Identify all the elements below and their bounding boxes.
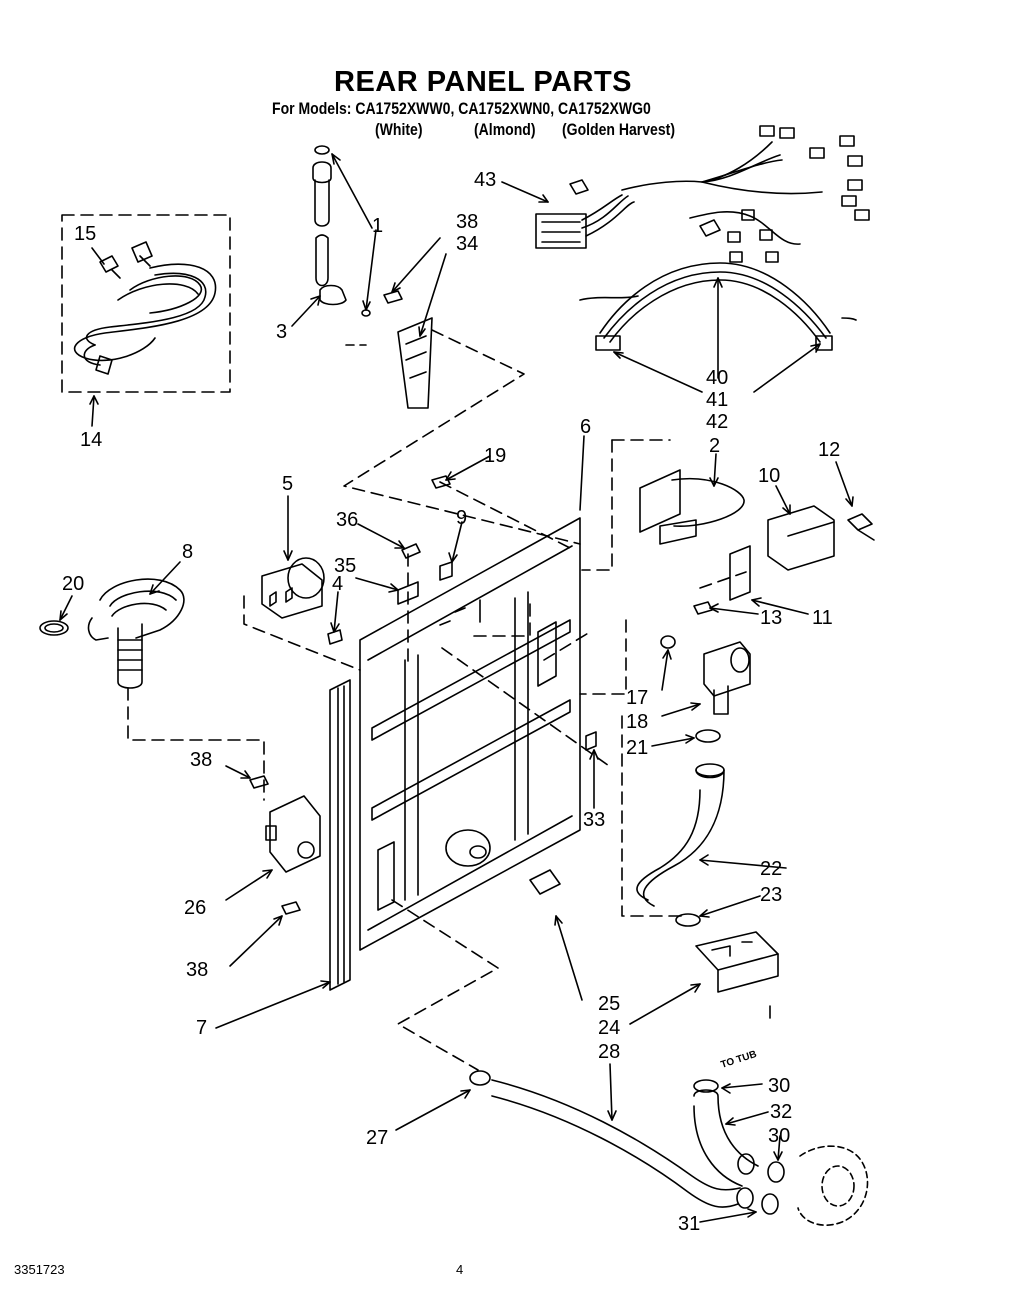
callout-38-middle: 38: [190, 749, 212, 771]
wire-harness-43: [535, 125, 870, 263]
power-cord-kit: [61, 214, 231, 393]
callout-13: 13: [760, 607, 782, 629]
control-bracket: [343, 290, 581, 545]
leader-arrows: [59, 153, 854, 1223]
callout-11: 11: [812, 607, 833, 629]
callout-41: 41: [706, 389, 728, 411]
callout-28: 28: [598, 1041, 620, 1063]
valve-26: [249, 775, 321, 915]
callout-20: 20: [62, 573, 84, 595]
callout-15: 15: [74, 223, 96, 245]
callout-27: 27: [366, 1127, 388, 1149]
callout-14: 14: [80, 429, 102, 451]
models-line: For Models: CA1752XWW0, CA1752XWN0, CA17…: [272, 100, 651, 118]
pump-5: [261, 557, 343, 645]
callout-2: 2: [709, 435, 720, 457]
callout-22: 22: [760, 858, 782, 880]
callout-40: 40: [706, 367, 728, 389]
callout-1: 1: [372, 215, 383, 237]
callout-23: 23: [760, 884, 782, 906]
inlet-hose-assembly: [312, 145, 371, 317]
page-title: REAR PANEL PARTS: [334, 66, 633, 98]
callout-19: 19: [484, 445, 506, 467]
callout-24: 24: [598, 1017, 620, 1039]
callout-33: 33: [583, 809, 605, 831]
wire-harness-40-42: [579, 262, 857, 351]
callout-38-bottom: 38: [186, 959, 208, 981]
callout-25: 25: [598, 993, 620, 1015]
small-brackets: [397, 475, 453, 605]
water-valve-18: [660, 635, 751, 743]
page-number: 4: [456, 1262, 464, 1277]
callout-31: 31: [678, 1213, 700, 1235]
callout-32: 32: [770, 1101, 792, 1123]
callout-21: 21: [626, 737, 648, 759]
to-tub-label: TO TUB: [720, 1049, 759, 1071]
lid-switch-assembly: [639, 469, 875, 615]
callout-4: 4: [332, 573, 343, 595]
callout-17: 17: [626, 687, 648, 709]
variant-golden-harvest: (Golden Harvest): [562, 121, 676, 139]
callout-10: 10: [758, 465, 780, 487]
callout-7: 7: [196, 1017, 207, 1039]
callout-9: 9: [456, 507, 467, 529]
callout-26: 26: [184, 897, 206, 919]
callout-12: 12: [818, 439, 840, 461]
callout-42: 42: [706, 411, 728, 433]
drain-hose: [39, 578, 185, 689]
assembly-leader-lines: [127, 439, 771, 1071]
hose-22: [636, 763, 779, 993]
side-rail: [329, 679, 351, 991]
callout-34: 34: [456, 233, 478, 255]
callout-6: 6: [580, 416, 591, 438]
callout-38-top: 38: [456, 211, 478, 233]
document-number: 3351723: [14, 1262, 65, 1277]
callout-43: 43: [474, 169, 496, 191]
callout-30-upper: 30: [768, 1075, 790, 1097]
callout-5: 5: [282, 473, 293, 495]
callout-18: 18: [626, 711, 648, 733]
drain-hose-28: [469, 1070, 869, 1226]
callout-35: 35: [334, 555, 356, 577]
callout-8: 8: [182, 541, 193, 563]
connector-25: [529, 731, 597, 895]
callout-30-lower: 30: [768, 1125, 790, 1147]
callout-36: 36: [336, 509, 358, 531]
variant-white: (White): [375, 121, 423, 139]
rear-panel: [359, 517, 581, 951]
callout-3: 3: [276, 321, 287, 343]
callout-labels: 1 2 3 4 5 6 7 8 9 10 11 12 13 14 15 17 1…: [62, 169, 840, 1235]
variant-almond: (Almond): [474, 121, 536, 139]
